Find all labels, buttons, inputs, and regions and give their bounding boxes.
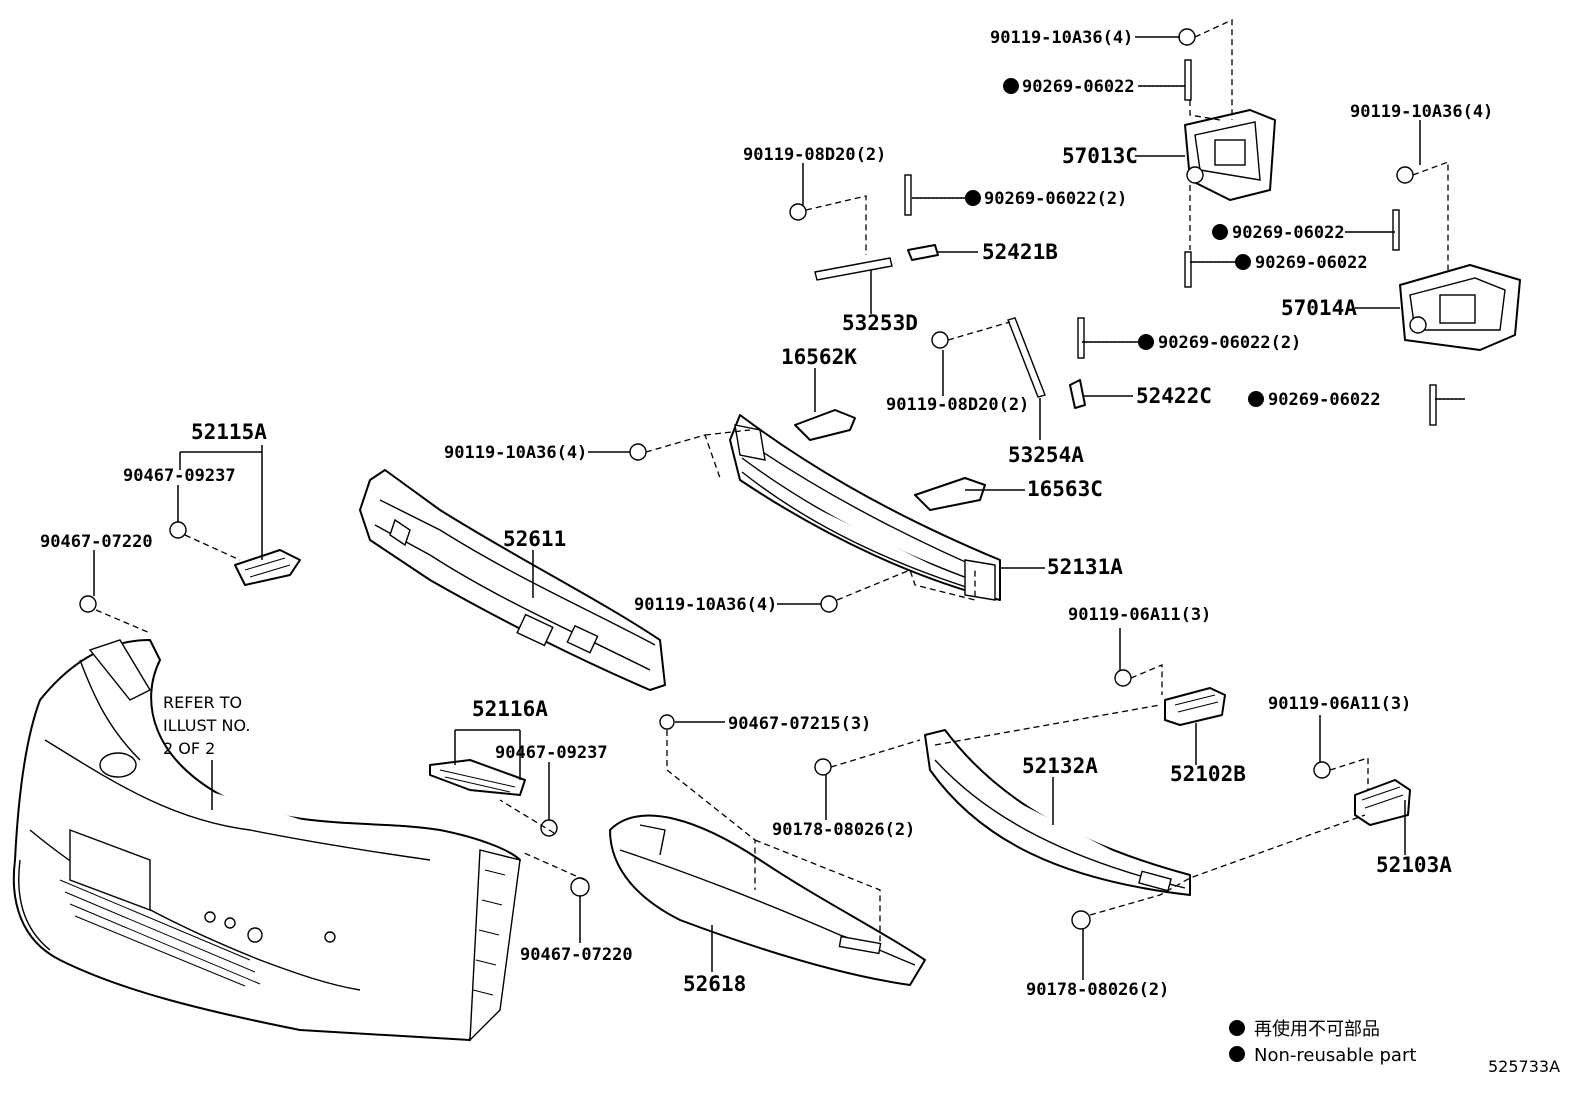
label-52611: 52611 (503, 527, 566, 551)
label-53253D: 53253D (842, 311, 918, 335)
bracket-57013C (1184, 109, 1276, 201)
label-90178-08026-b: 90178-08026(2) (1026, 980, 1169, 1000)
label-90119-10A36-mid: 90119-10A36(4) (444, 443, 587, 463)
label-90178-08026-a: 90178-08026(2) (772, 820, 915, 840)
label-52116A: 52116A (472, 697, 548, 721)
bumper-reinforcement-52131A (729, 414, 1001, 601)
front-bumper-cover (12, 639, 521, 1042)
refer-note-line2: ILLUST NO. (163, 716, 250, 735)
label-90269-06022-b: 90269-06022 (1232, 223, 1345, 243)
label-90119-08D20-a: 90119-08D20(2) (743, 145, 886, 165)
legend: 再使用不可部品 Non-reusable part (1254, 1019, 1416, 1066)
clip-16563C (914, 477, 986, 511)
label-90119-10A36-low: 90119-10A36(4) (634, 595, 777, 615)
refer-note: REFER TO ILLUST NO. 2 OF 2 (163, 693, 250, 758)
label-52421B: 52421B (982, 240, 1058, 264)
bolt-icons (79, 28, 1437, 930)
refer-note-line3: 2 OF 2 (163, 739, 215, 758)
bracket-52102B (1164, 687, 1226, 726)
label-16562K: 16562K (781, 345, 857, 369)
legend-jp: 再使用不可部品 (1254, 1019, 1380, 1040)
non-reusable-markers (965, 78, 1264, 1062)
lower-reinforcement-52132A (924, 729, 1191, 896)
label-90119-06A11-b: 90119-06A11(3) (1268, 694, 1411, 714)
label-57014A: 57014A (1281, 296, 1357, 320)
energy-absorber-52611 (359, 469, 666, 691)
label-57013C: 57013C (1062, 144, 1138, 168)
label-90467-09237-a: 90467-09237 (123, 466, 236, 486)
label-52131A: 52131A (1047, 555, 1123, 579)
label-52103A: 52103A (1376, 853, 1452, 877)
label-90269-06022-a: 90269-06022 (1022, 77, 1135, 97)
label-90269-06022-2-a: 90269-06022(2) (984, 189, 1127, 209)
refer-note-line1: REFER TO (163, 693, 242, 712)
support-53253D (814, 257, 893, 281)
clip-52422C (1069, 379, 1086, 409)
clip-16562K (794, 409, 856, 441)
label-90119-10A36-top: 90119-10A36(4) (990, 28, 1133, 48)
label-52115A: 52115A (191, 420, 267, 444)
bracket-52103A (1354, 779, 1411, 826)
label-90467-07220-a: 90467-07220 (40, 532, 153, 552)
label-90119-06A11-a: 90119-06A11(3) (1068, 605, 1211, 625)
label-53254A: 53254A (1008, 443, 1084, 467)
label-90467-09237-b: 90467-09237 (495, 743, 608, 763)
retainer-52116A (429, 759, 526, 796)
label-90269-06022-d: 90269-06022 (1268, 390, 1381, 410)
illustration-id: 525733A (1488, 1057, 1560, 1076)
label-52132A: 52132A (1022, 754, 1098, 778)
clip-52421B (907, 244, 939, 261)
retainer-52115A (234, 549, 301, 586)
label-90269-06022-2-b: 90269-06022(2) (1158, 333, 1301, 353)
legend-en: Non-reusable part (1254, 1045, 1416, 1066)
lower-absorber-52618 (609, 814, 926, 986)
bracket-57014A (1399, 264, 1521, 351)
part-labels: 90119-10A36(4) 90269-06022 57013C 90119-… (40, 28, 1493, 1000)
label-90269-06022-c: 90269-06022 (1255, 253, 1368, 273)
label-90119-10A36-right: 90119-10A36(4) (1350, 102, 1493, 122)
label-16563C: 16563C (1027, 477, 1103, 501)
label-90119-08D20-b: 90119-08D20(2) (886, 395, 1029, 415)
support-53254A (1007, 317, 1046, 398)
assembly-lines (95, 18, 1465, 945)
label-52422C: 52422C (1136, 384, 1212, 408)
label-90467-07220-b: 90467-07220 (520, 945, 633, 965)
label-52618: 52618 (683, 972, 746, 996)
label-90467-07215: 90467-07215(3) (728, 714, 871, 734)
label-52102B: 52102B (1170, 762, 1246, 786)
